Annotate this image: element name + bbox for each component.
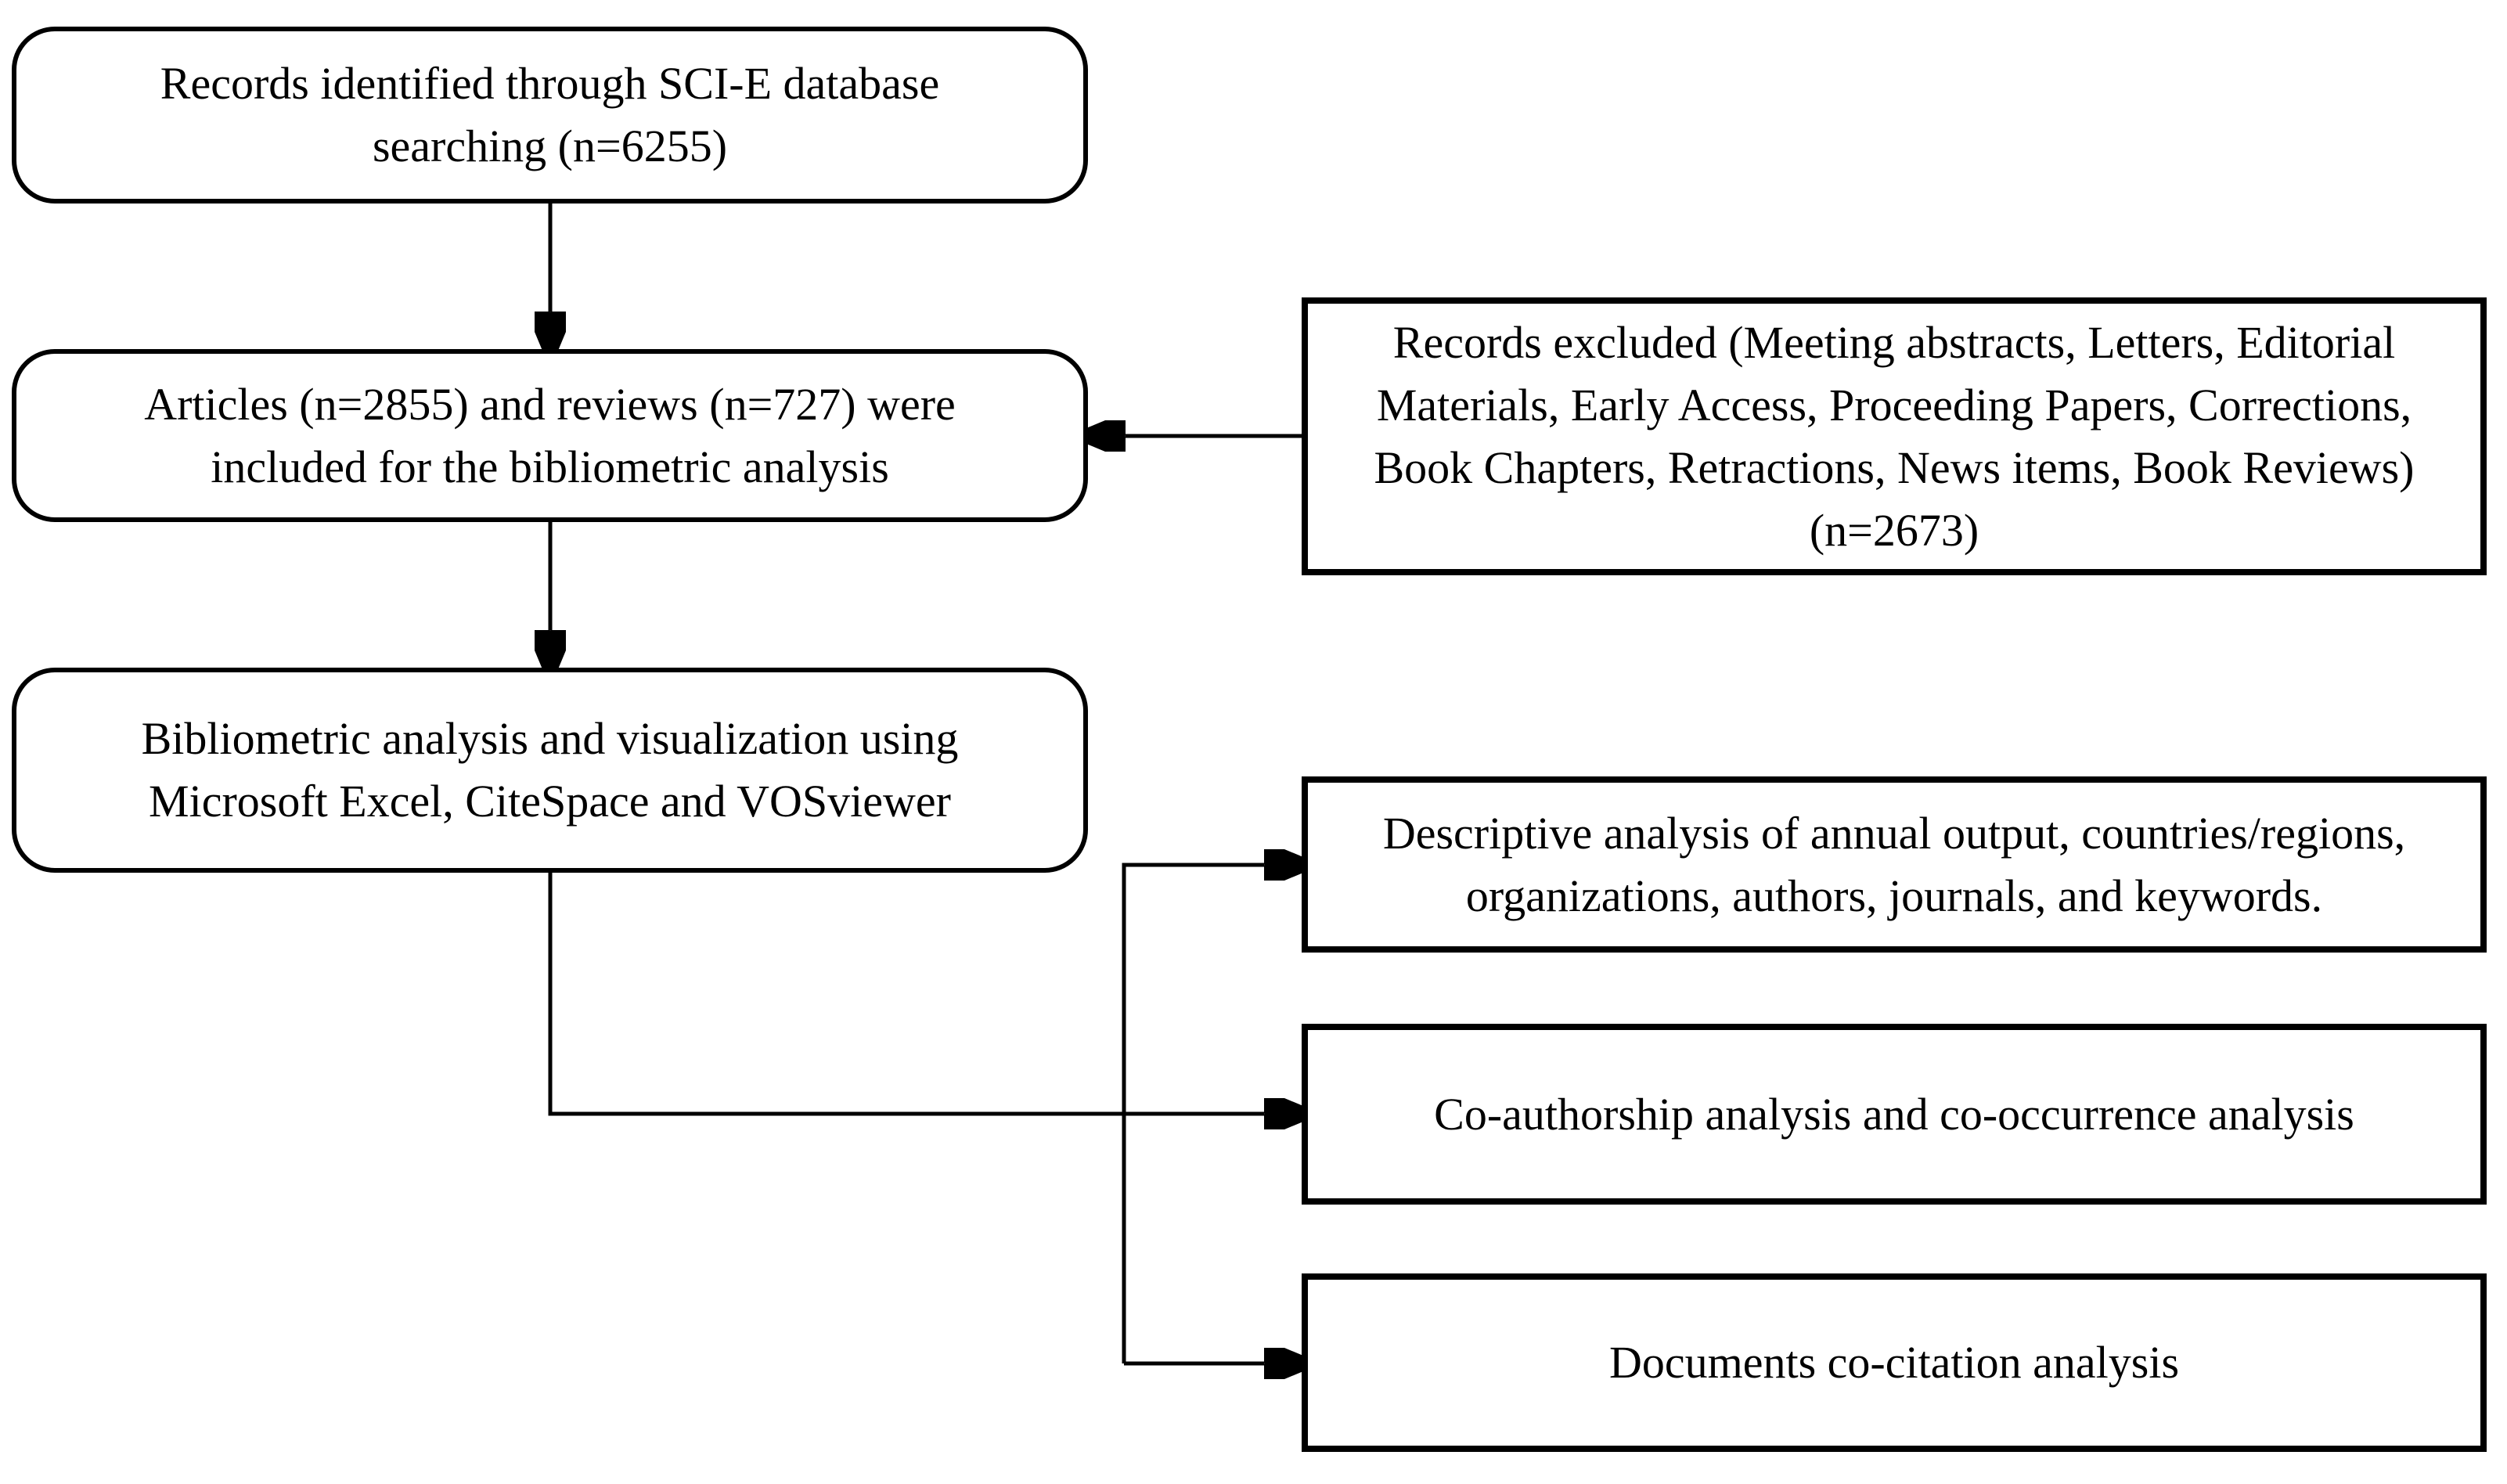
box-text-line: Documents co-citation analysis: [1608, 1337, 2180, 1388]
box-text-line: searching (n=6255): [372, 121, 728, 171]
box-text-line: Descriptive analysis of annual output, c…: [1382, 807, 2406, 859]
box-text-line: Bibliometric analysis and visualization …: [141, 713, 959, 764]
connector-analysis-to-coauthorship: [548, 871, 1264, 1114]
records-identified-box: Records identified through SCI-E databas…: [12, 27, 1088, 204]
box-text-line: Book Chapters, Retractions, News items, …: [1374, 441, 2415, 493]
documents-cocitation-box: Documents co-citation analysis: [1302, 1273, 2487, 1452]
descriptive-analysis-box: Descriptive analysis of annual output, c…: [1302, 776, 2487, 953]
box-text-line: organizations, authors, journals, and ke…: [1465, 870, 2323, 921]
bibliometric-analysis-box: Bibliometric analysis and visualization …: [12, 668, 1088, 873]
box-text-line: Records identified through SCI-E databas…: [160, 58, 940, 109]
box-text-line: Microsoft Excel, CiteSpace and VOSviewer: [149, 776, 951, 827]
articles-included-box: Articles (n=2855) and reviews (n=727) we…: [12, 349, 1088, 522]
coauthorship-analysis-box: Co-authorship analysis and co-occurrence…: [1302, 1024, 2487, 1205]
connector-branch-to-descriptive: [1122, 865, 1264, 1363]
box-text-line: Articles (n=2855) and reviews (n=727) we…: [144, 378, 956, 430]
box-text-line: Materials, Early Access, Proceeding Pape…: [1376, 379, 2412, 430]
box-text-line: Co-authorship analysis and co-occurrence…: [1434, 1088, 2354, 1140]
box-text-line: (n=2673): [1809, 504, 1979, 556]
box-text-line: included for the bibliometric analysis: [211, 441, 889, 492]
box-text-line: Records excluded (Meeting abstracts, Let…: [1392, 316, 2396, 368]
records-excluded-box: Records excluded (Meeting abstracts, Let…: [1302, 297, 2487, 575]
